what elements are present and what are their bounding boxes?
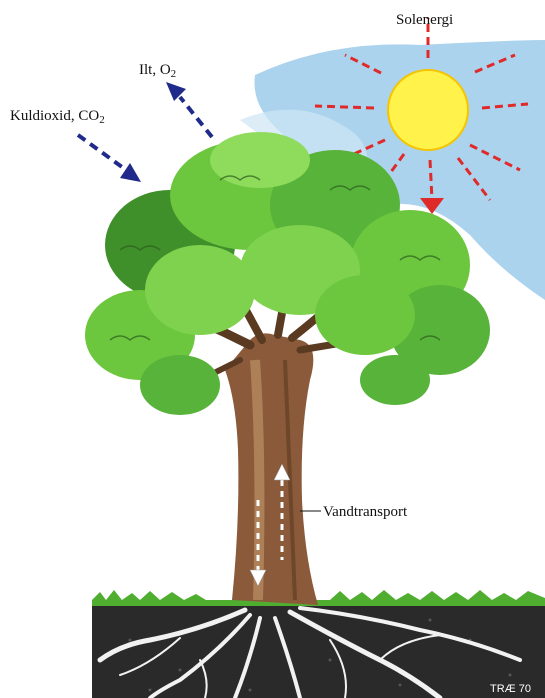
oxygen-label-subscript: 2 [171, 68, 177, 80]
water-transport-label: Vandtransport [323, 504, 408, 520]
oxygen-label: Ilt, O2 [139, 62, 176, 80]
trunk [225, 333, 318, 605]
oxygen-arrow [166, 82, 212, 137]
sun-label: Solenergi [396, 12, 453, 28]
co2-label: Kuldioxid, CO2 [10, 108, 105, 126]
image-tag: TRÆ 70 [490, 683, 531, 695]
co2-arrow [78, 135, 141, 182]
co2-label-subscript: 2 [99, 114, 105, 126]
oxygen-label-text: Ilt, O [139, 62, 171, 78]
co2-label-text: Kuldioxid, CO [10, 108, 99, 124]
